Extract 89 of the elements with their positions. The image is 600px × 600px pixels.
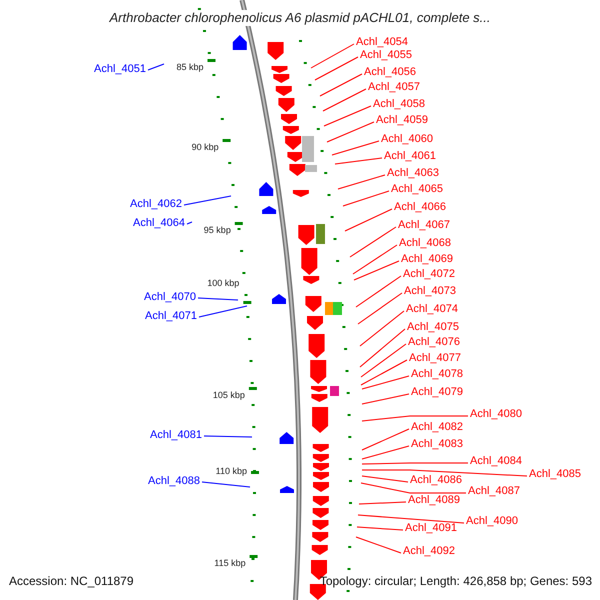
leader-line xyxy=(202,482,250,488)
gene-label: Achl_4070 xyxy=(144,291,196,304)
gene-label: Achl_4068 xyxy=(399,237,451,250)
gene-label: Achl_4062 xyxy=(130,198,182,211)
gene-label: Achl_4086 xyxy=(410,474,462,487)
leader-line xyxy=(186,222,192,224)
leader-line xyxy=(358,292,402,324)
gene-label: Achl_4090 xyxy=(466,515,518,528)
leader-line xyxy=(332,140,380,156)
leader-line xyxy=(198,298,238,300)
leader-line xyxy=(204,436,252,438)
leader-line xyxy=(320,74,362,96)
gene-label: Achl_4089 xyxy=(408,494,460,507)
scale-tick-label: 90 kbp xyxy=(192,142,219,153)
leader-line xyxy=(184,196,232,206)
gene-label: Achl_4081 xyxy=(150,429,202,442)
gene-label: Achl_4082 xyxy=(411,421,463,434)
gene-label: Achl_4055 xyxy=(360,49,412,62)
gene-label: Achl_4077 xyxy=(409,352,461,365)
leader-line xyxy=(198,306,248,318)
gene-label: Achl_4092 xyxy=(403,545,455,558)
scale-tick-label: 105 kbp xyxy=(212,390,245,401)
gene-label: Achl_4056 xyxy=(364,66,416,79)
leader-line xyxy=(352,244,398,274)
leader-line xyxy=(314,56,358,80)
leader-line xyxy=(362,416,468,422)
leader-line xyxy=(360,310,404,346)
gene-label: Achl_4087 xyxy=(468,485,520,498)
gene-label: Achl_4060 xyxy=(381,133,433,146)
leader-line xyxy=(360,360,408,386)
leader-line xyxy=(334,158,382,164)
gene-label: Achl_4069 xyxy=(401,253,453,266)
accession-text: Accession: NC_011879 xyxy=(9,575,134,588)
gene-label: Achl_4051 xyxy=(94,63,146,76)
gene-label: Achl_4064 xyxy=(133,217,185,230)
scale-tick-label: 115 kbp xyxy=(214,558,246,569)
gene-label: Achl_4071 xyxy=(145,310,197,323)
leader-line xyxy=(362,470,528,476)
leader-line xyxy=(362,476,408,482)
leader-line xyxy=(350,226,396,258)
leader-line xyxy=(344,208,392,232)
gene-label: Achl_4072 xyxy=(403,268,455,281)
gene-label: Achl_4088 xyxy=(148,475,200,488)
leader-line xyxy=(354,260,400,280)
scale-tick-label: 95 kbp xyxy=(204,225,231,236)
leader-line xyxy=(360,344,406,378)
leader-line xyxy=(342,190,390,206)
leader-line xyxy=(322,88,366,112)
gene-label: Achl_4067 xyxy=(398,219,450,232)
leader-line xyxy=(148,64,164,70)
leader-line xyxy=(362,446,410,460)
leader-line xyxy=(338,174,386,190)
gene-label: Achl_4091 xyxy=(405,522,457,535)
leader-line xyxy=(360,482,466,494)
gene-label: Achl_4065 xyxy=(391,183,443,196)
scale-tick-label: 110 kbp xyxy=(216,466,247,477)
leader-line xyxy=(310,44,354,68)
leader-line xyxy=(356,276,402,308)
gene-label: Achl_4061 xyxy=(384,150,436,163)
gene-label: Achl_4063 xyxy=(387,167,439,180)
gene-label: Achl_4054 xyxy=(356,36,408,49)
gene-label: Achl_4078 xyxy=(411,368,463,381)
leader-line xyxy=(360,328,406,368)
gene-label: Achl_4076 xyxy=(408,336,460,349)
gene-label: Achl_4073 xyxy=(404,285,456,298)
leader-line xyxy=(362,394,410,404)
gene-label: Achl_4066 xyxy=(394,201,446,214)
leader-line xyxy=(356,536,402,554)
leader-line xyxy=(326,122,374,142)
gene-label: Achl_4079 xyxy=(411,386,463,399)
genome-info-text: Topology: circular; Length: 426,858 bp; Genes: 593 xyxy=(320,575,592,588)
leader-line xyxy=(356,526,404,530)
gene-label: Achl_4080 xyxy=(470,408,522,421)
leader-line xyxy=(358,502,406,504)
gene-label: Achl_4057 xyxy=(368,81,420,94)
leader-line xyxy=(362,376,410,390)
leader-line xyxy=(362,462,468,464)
leader-line xyxy=(362,428,410,450)
gene-label: Achl_4083 xyxy=(411,438,463,451)
gene-label: Achl_4075 xyxy=(407,321,459,334)
leader-line xyxy=(324,106,372,126)
gene-label: Achl_4085 xyxy=(529,468,581,481)
scale-tick-label: 100 kbp xyxy=(207,278,240,289)
gene-label: Achl_4058 xyxy=(373,98,425,111)
gene-label: Achl_4074 xyxy=(406,303,458,316)
leader-line xyxy=(358,514,464,524)
gene-label: Achl_4059 xyxy=(376,114,428,127)
gene-label: Achl_4084 xyxy=(470,455,522,468)
scale-tick-label: 85 kbp xyxy=(176,62,204,73)
